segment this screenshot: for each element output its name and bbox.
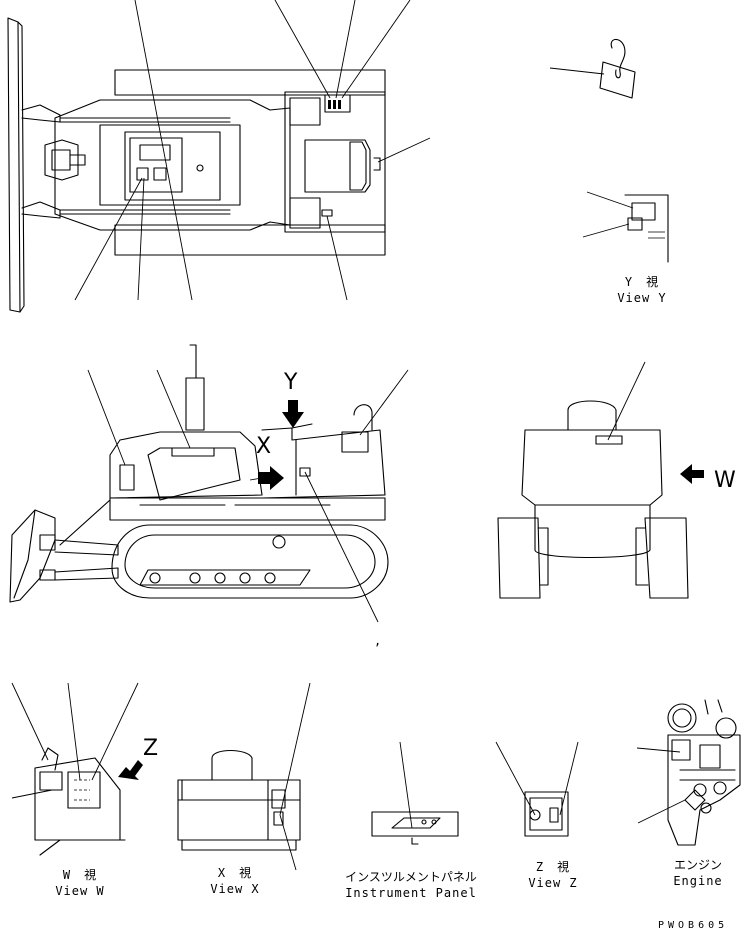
arrow-y-letter: Y (284, 370, 298, 395)
view-x-en-label: View X (210, 882, 260, 896)
view-y-en-label: View Y (617, 291, 667, 305)
view-z-drawing (496, 742, 578, 836)
instrument-panel-drawing (372, 742, 458, 844)
engine-en-label: Engine (673, 874, 723, 888)
view-w-jp-label: W 視 (62, 868, 98, 882)
instrument-panel-jp-label: インスツルメントパネル (345, 870, 477, 884)
stray-mark: , (374, 634, 383, 648)
instrument-panel-en-label: Instrument Panel (345, 886, 477, 900)
view-y-drawing (550, 39, 668, 262)
view-w-drawing (12, 683, 143, 855)
side-view-dozer (10, 345, 408, 622)
top-view-dozer (8, 0, 430, 312)
view-x-jp-label: X 視 (217, 866, 253, 880)
arrow-z-letter: Z (143, 736, 159, 761)
engine-drawing (637, 700, 740, 845)
view-x-drawing (178, 683, 310, 870)
view-y-jp-label: Y 視 (624, 275, 660, 289)
rear-view-dozer (498, 362, 704, 598)
view-z-en-label: View Z (528, 876, 578, 890)
drawing-code: PWOB605 (658, 920, 729, 931)
engine-jp-label: エンジン (673, 858, 722, 872)
arrow-w-letter: W (714, 468, 736, 493)
view-w-en-label: View W (55, 884, 105, 898)
arrow-x-letter: X (256, 434, 272, 459)
view-z-jp-label: Z 視 (535, 860, 571, 874)
